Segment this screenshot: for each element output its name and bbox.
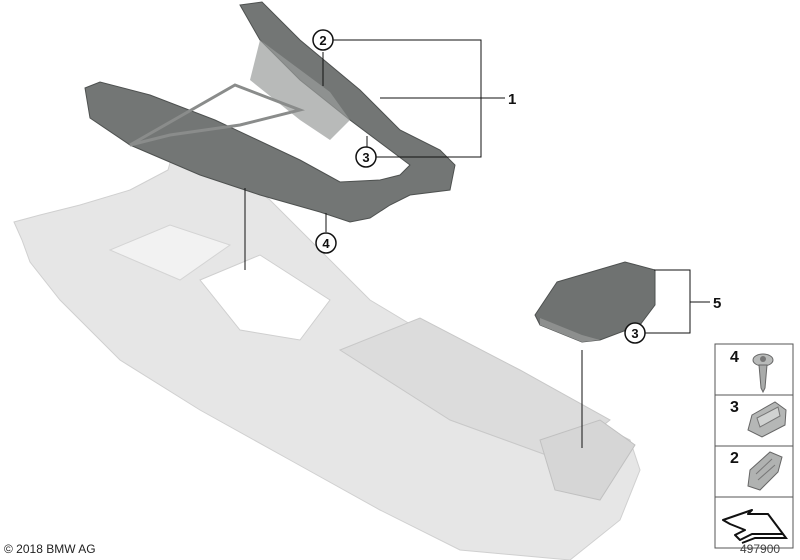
screw-icon (752, 353, 774, 394)
svg-text:3: 3 (730, 399, 739, 416)
armrest-cover (534, 261, 656, 343)
legend-item-3[interactable]: 3 (730, 399, 787, 438)
parts-legend: 4 3 2 (714, 343, 794, 549)
leader-lines (244, 39, 710, 448)
center-console (13, 144, 641, 560)
svg-text:3: 3 (631, 326, 638, 341)
callout-3-cover[interactable]: 3 (624, 322, 646, 344)
callout-3-frame[interactable]: 3 (355, 146, 377, 168)
diagram-number: 497900 (740, 542, 781, 556)
copyright: © 2018 BMW AG (4, 542, 96, 556)
arrow-direction-icon (722, 509, 784, 541)
legend-item-arrow[interactable] (722, 509, 788, 544)
callout-4[interactable]: 4 (315, 232, 337, 254)
clip-nut-icon (747, 401, 787, 438)
svg-text:3: 3 (362, 150, 369, 165)
legend-item-2[interactable]: 2 (730, 450, 783, 491)
legend-item-4[interactable]: 4 (730, 349, 774, 394)
label-1[interactable]: 1 (508, 91, 516, 108)
callout-2[interactable]: 2 (312, 29, 334, 51)
label-5[interactable]: 5 (713, 295, 721, 312)
trim-frame (84, 1, 456, 223)
spring-clip-icon (747, 451, 783, 491)
svg-text:4: 4 (730, 349, 739, 366)
svg-text:4: 4 (322, 236, 330, 251)
svg-text:2: 2 (319, 33, 326, 48)
svg-text:2: 2 (730, 450, 739, 467)
